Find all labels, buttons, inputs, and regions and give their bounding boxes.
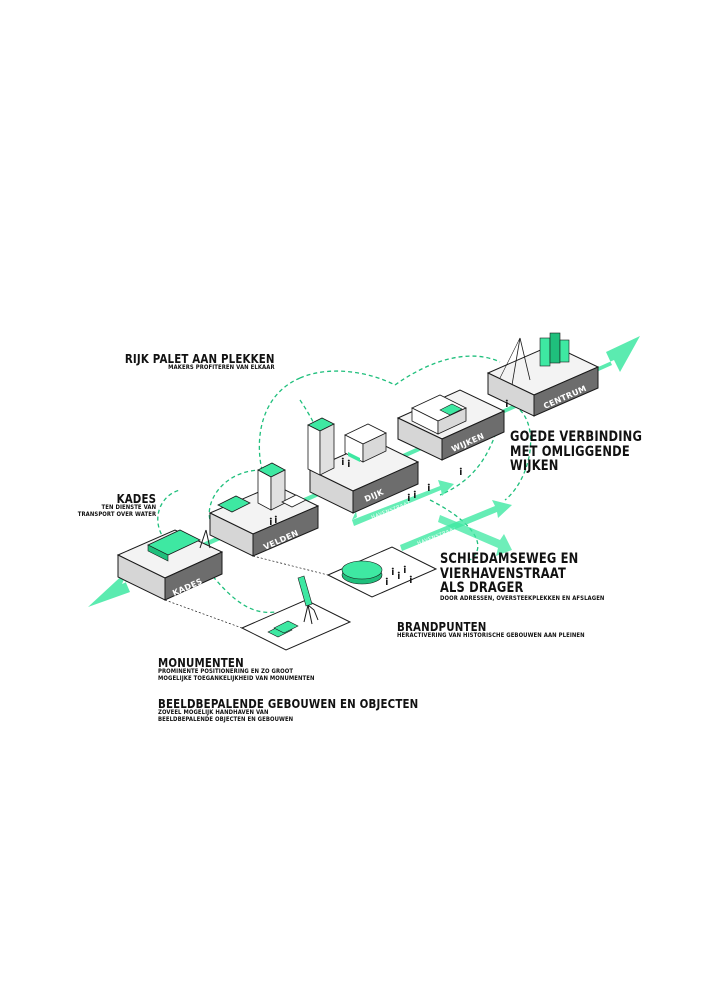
annotation-kades-sub-1: TEN DIENSTE VAN — [101, 504, 156, 512]
block-centrum: CENTRUM — [486, 332, 600, 417]
annotation-kades: KADES TEN DIENSTE VAN TRANSPORT OVER WAT… — [65, 492, 156, 518]
block-velden: VELDEN — [208, 462, 320, 557]
block-kades: KADES — [116, 529, 224, 601]
annotation-kades-sub-2: TRANSPORT OVER WATER — [77, 510, 156, 518]
annotation-monumenten-title: MONUMENTEN — [158, 655, 244, 670]
annotation-rijk-palet-title: RIJK PALET AAN PLEKKEN — [125, 351, 275, 366]
annotation-monumenten: MONUMENTEN PROMINENTE POSITIONERING EN Z… — [158, 656, 340, 682]
annotation-kades-title: KADES — [116, 491, 156, 506]
street-arrow-bottom — [438, 515, 512, 556]
annotation-rijk-palet: RIJK PALET AAN PLEKKEN MAKERS PROFITEREN… — [92, 352, 275, 372]
annotation-schiedamseweg-line-2: VIERHAVENSTRAAT — [440, 565, 566, 582]
annotation-brandpunten: BRANDPUNTEN HERACTIVERING VAN HISTORISCH… — [397, 620, 615, 640]
annotation-goede-verbinding-line-2: MET OMLIGGENDE — [510, 443, 630, 460]
plate-brandpunten — [326, 546, 438, 598]
annotation-schiedamseweg-line-3: ALS DRAGER — [440, 580, 524, 597]
annotation-beeldbepalende-sub-2: BEELDBEPALENDE OBJECTEN EN GEBOUWEN — [158, 715, 294, 723]
annotation-rijk-palet-sub: MAKERS PROFITEREN VAN ELKAAR — [168, 364, 275, 372]
block-dijk: DIJK — [307, 417, 420, 514]
annotation-schiedamseweg: SCHIEDAMSEWEG EN VIERHAVENSTRAAT ALS DRA… — [440, 552, 631, 603]
annotation-brandpunten-sub: HERACTIVERING VAN HISTORISCHE GEBOUWEN A… — [397, 632, 585, 640]
annotation-schiedamseweg-line-1: SCHIEDAMSEWEG EN — [440, 551, 579, 567]
annotation-monumenten-sub-1: PROMINENTE POSITIONERING EN ZO GROOT — [158, 668, 294, 676]
plate-monumenten — [240, 575, 352, 651]
block-wijken: WIJKEN — [396, 389, 506, 461]
annotation-goede-verbinding: GOEDE VERBINDING MET OMLIGGENDE WIJKEN — [510, 430, 671, 474]
annotation-schiedamseweg-sub: DOOR ADRESSEN, OVERSTEEKPLEKKEN EN AFSLA… — [440, 595, 605, 603]
annotation-monumenten-sub-2: MOGELIJKE TOEGANKELIJKHEID VAN MONUMENTE… — [158, 674, 315, 682]
people-figures — [269, 399, 508, 585]
annotation-brandpunten-title: BRANDPUNTEN — [397, 619, 487, 634]
annotation-beeldbepalende-sub-1: ZOVEEL MOGELIJK HANDHAVEN VAN — [158, 709, 269, 717]
annotation-goede-verbinding-line-1: GOEDE VERBINDING — [510, 429, 643, 445]
annotation-goede-verbinding-line-3: WIJKEN — [510, 458, 559, 475]
annotation-beeldbepalende-title: BEELDBEPALENDE GEBOUWEN EN OBJECTEN — [158, 696, 419, 711]
annotation-beeldbepalende: BEELDBEPALENDE GEBOUWEN EN OBJECTEN ZOVE… — [158, 697, 476, 723]
leader-lines — [164, 555, 329, 629]
